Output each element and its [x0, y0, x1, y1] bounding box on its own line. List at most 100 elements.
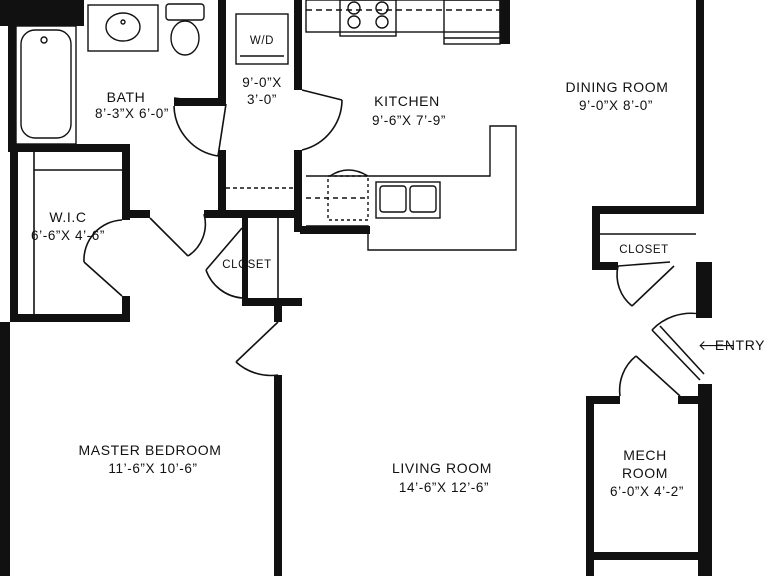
wall-hall-right [294, 150, 302, 232]
wall-kitchen-bottom [300, 226, 370, 234]
mech-name-line1: MECH [623, 447, 667, 463]
wic-name: W.I.C [49, 209, 86, 225]
wall-wic-left [10, 144, 18, 322]
laundry-door-swing [301, 99, 343, 151]
wall-closet-right-left [592, 206, 600, 268]
kitchen-sink-frame [375, 181, 441, 219]
toilet-bowl [170, 20, 200, 56]
bathtub [20, 29, 72, 139]
closet-door-leaf [205, 227, 243, 271]
wic-door-swing [187, 213, 207, 257]
kitchen-sink-left [379, 185, 407, 213]
wall-mech-top-left [586, 396, 620, 404]
wic-inner-door-leaf [83, 261, 123, 297]
wall-laundry-right [294, 0, 302, 90]
closet-right-door-leaf [631, 265, 675, 307]
wall-master-left [0, 322, 10, 576]
master-door-leaf [235, 321, 279, 363]
dining-name: DINING ROOM [565, 79, 668, 95]
entry-door-leaf-1 [651, 329, 701, 381]
refrigerator [443, 0, 501, 45]
master-name: MASTER BEDROOM [79, 442, 222, 458]
living-name: LIVING ROOM [392, 460, 492, 476]
wall-mech-right [698, 384, 712, 576]
lower-counter [306, 125, 517, 251]
washer-dryer [235, 13, 289, 65]
wall-entry-upper [696, 262, 712, 318]
entry-door-swing [651, 312, 701, 331]
laundry-label: W/D [250, 35, 274, 47]
mech-door-leaf [635, 355, 681, 397]
wall-closet-left [242, 216, 248, 306]
wic-dims: 6’-6”X 4’-6” [31, 228, 105, 243]
kitchen-name: KITCHEN [374, 93, 440, 109]
wall-bath-right [218, 0, 226, 104]
wall-top-left [0, 0, 84, 26]
sink-drain [120, 19, 126, 25]
burner-3 [347, 15, 361, 29]
wall-bath-bottom [8, 144, 128, 152]
bathtub-frame [15, 25, 77, 145]
kitchen-fixtures [305, 0, 517, 251]
wic-inner-door-swing [83, 219, 123, 263]
wall-wic-door-header [122, 210, 150, 218]
wall-wic-right-top [122, 144, 130, 220]
burner-2 [375, 1, 389, 15]
bath-door-swing [173, 105, 219, 157]
doors [33, 89, 705, 397]
wall-closet-bottom-stub [274, 298, 282, 322]
master-dims: 11’-6”X 10’-6” [108, 461, 197, 476]
wall-dining-right [696, 0, 704, 214]
wall-mech-left [586, 396, 594, 576]
kitchen-dims: 9’-6”X 7’-9” [372, 113, 446, 128]
entry-door-leaf-2 [659, 325, 705, 375]
closet-right-top-line [617, 261, 671, 267]
walls [0, 0, 712, 576]
bath-fixtures [15, 3, 205, 145]
dishwasher [327, 175, 369, 221]
range [339, 0, 397, 37]
wall-hall-bottom [218, 210, 302, 218]
mech-dims: 6’-0”X 4’-2” [610, 484, 684, 499]
wic-door-leaf [149, 217, 189, 257]
wall-wic-right-bottom [122, 296, 130, 322]
closet-center-name: CLOSET [222, 259, 272, 271]
laundry-dims-line1: 9’-0”X [242, 75, 282, 90]
mech-door-swing [618, 355, 637, 397]
wall-master-right [274, 375, 282, 576]
bath-dims: 8’-3”X 6’-0” [95, 106, 169, 121]
wall-closet-top-left [204, 210, 222, 218]
wall-mech-bottom [586, 552, 712, 560]
washer-dryer-box [235, 13, 289, 65]
master-door-swing [235, 361, 279, 377]
bath-door-leaf [173, 97, 227, 105]
dishwasher-swing [329, 169, 369, 177]
mech-name-line2: ROOM [622, 465, 668, 481]
closet-right-name: CLOSET [619, 244, 669, 256]
toilet-tank [165, 3, 205, 21]
wall-hall-left [218, 150, 226, 214]
bath-name: BATH [107, 89, 146, 105]
laundry-dims-line2: 3’-0” [247, 92, 277, 107]
burner-4 [375, 15, 389, 29]
kitchen-sink-right [409, 185, 437, 213]
wall-mech-top-right [678, 396, 706, 404]
vanity [87, 4, 159, 52]
entry-arrow: 🡐 [698, 337, 736, 353]
closet-right-door-swing [616, 265, 633, 307]
sink-basin [105, 12, 141, 42]
wall-kitchen-top-right [500, 0, 510, 44]
wall-bath-door-stub [174, 98, 226, 106]
dining-dims: 9’-0”X 8’-0” [579, 98, 653, 113]
wall-closet-right-top [592, 206, 702, 214]
closet-door-swing [205, 269, 243, 299]
living-dims: 14’-6”X 12’-6” [399, 480, 489, 495]
wall-closet-right-bottom [592, 262, 618, 270]
bathtub-drain [40, 36, 48, 44]
wall-bath-left [8, 22, 16, 150]
burner-1 [347, 1, 361, 15]
bath-door-jamb [217, 103, 227, 157]
wall-wic-bottom [10, 314, 130, 322]
